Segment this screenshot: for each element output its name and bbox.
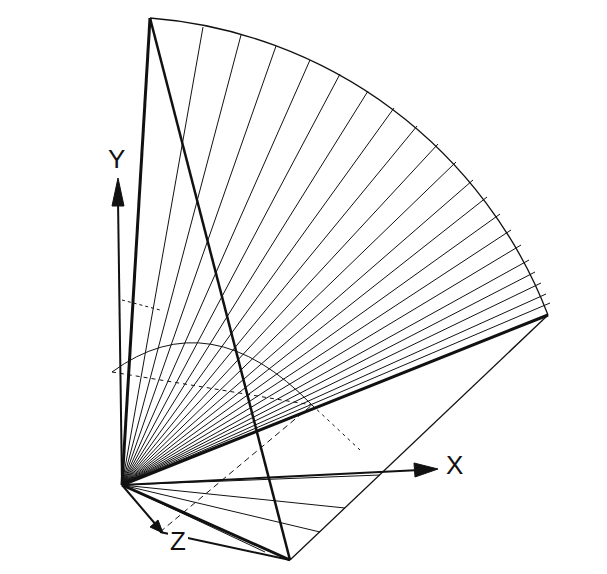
x-arrowhead [414,463,438,477]
axis-label: Z [168,528,188,554]
fan-lines [122,27,550,485]
z-arrowhead [150,520,163,533]
axis-label: X [444,452,465,478]
outline-lines [112,18,548,560]
y-arrowhead [112,178,124,206]
axis-label: Y [106,146,127,172]
coordinate-axes [112,178,438,533]
